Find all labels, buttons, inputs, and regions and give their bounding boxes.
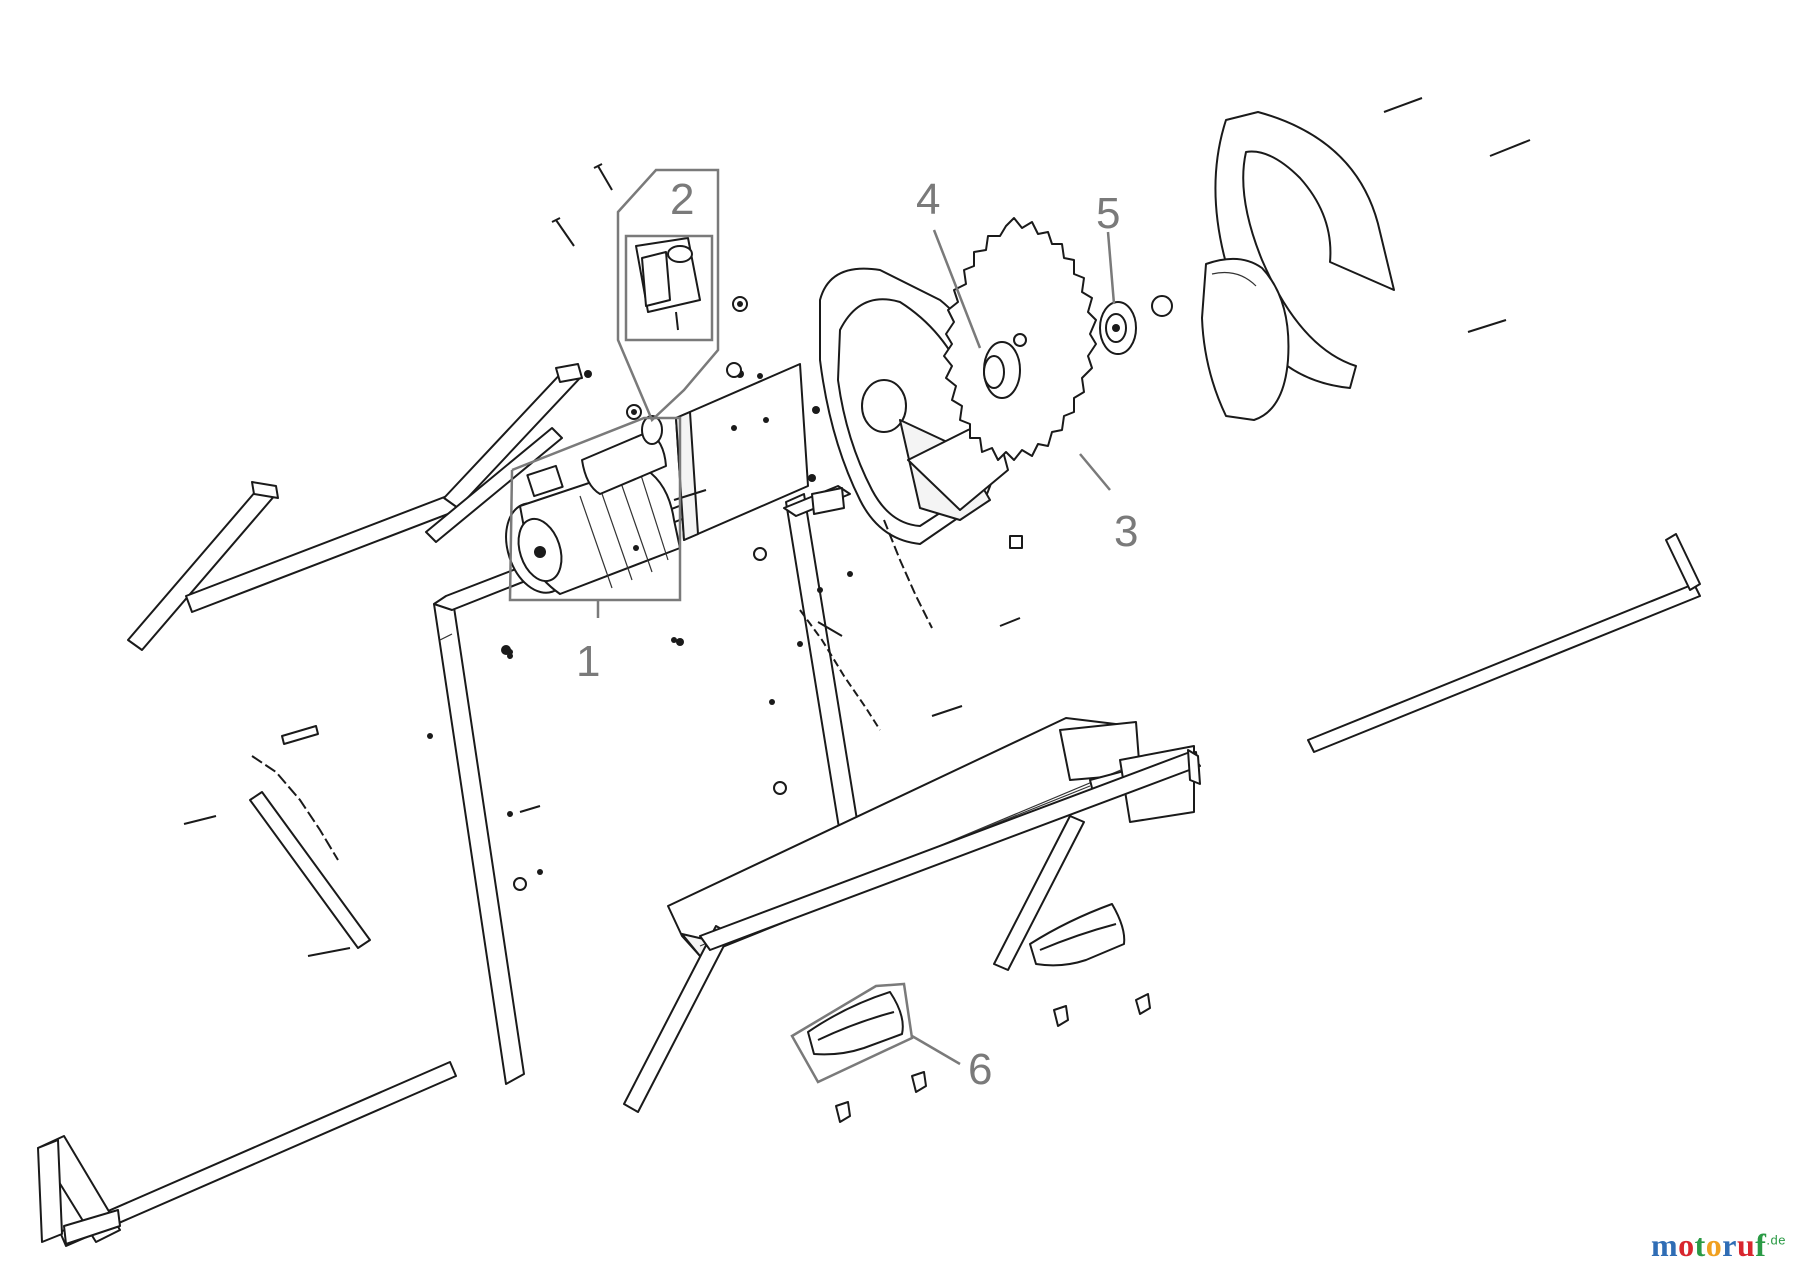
guard-insert xyxy=(1201,257,1290,421)
drive-chain xyxy=(799,519,933,731)
motor xyxy=(505,415,707,595)
mount-nuts xyxy=(626,296,748,420)
callout-2-label: 2 xyxy=(670,175,694,224)
guard-bolts xyxy=(931,535,1023,717)
callout-4: 4 xyxy=(916,175,982,349)
callout-3-label: 3 xyxy=(1114,507,1138,556)
brand-letter: m xyxy=(1650,1227,1679,1263)
brand-wordmark: motoruf xyxy=(1651,1227,1766,1263)
outer-flange xyxy=(1099,295,1173,355)
callout-4-label: 4 xyxy=(916,175,940,224)
guard-screws xyxy=(1383,97,1531,333)
side-braces xyxy=(183,725,371,957)
callout-3: 3 xyxy=(1079,453,1138,556)
saw-blade xyxy=(943,217,1097,461)
brand-tld: .de xyxy=(1766,1232,1786,1248)
callout-1-label: 1 xyxy=(576,637,600,686)
switch xyxy=(635,237,701,331)
callout-5: 5 xyxy=(1096,189,1120,305)
frame-fasteners xyxy=(507,545,853,891)
callout-6-label: 6 xyxy=(968,1045,992,1094)
handle xyxy=(807,991,904,1056)
callout-6: 6 xyxy=(790,982,992,1094)
right-leg-frame xyxy=(623,749,1201,1113)
foot-bar xyxy=(37,1061,457,1247)
brand-letter: u xyxy=(1736,1227,1756,1263)
left-leg-frame xyxy=(127,363,592,651)
top-bolts xyxy=(551,163,613,247)
handle-right xyxy=(1029,903,1126,967)
motoruf-logo: motoruf.de xyxy=(1651,1227,1786,1264)
handle-screws xyxy=(835,993,1151,1123)
brand-letter: f xyxy=(1755,1227,1767,1263)
brand-letter: o xyxy=(1678,1227,1695,1263)
callout-1: 1 xyxy=(508,416,682,686)
inner-flange xyxy=(983,341,1021,399)
callout-5-label: 5 xyxy=(1096,189,1120,238)
support-rod xyxy=(1307,533,1701,753)
brand-letter: t xyxy=(1694,1227,1706,1263)
main-frame-right-upright xyxy=(783,485,859,835)
brand-letter: r xyxy=(1722,1227,1737,1263)
callout-2: 2 xyxy=(616,168,720,423)
brand-letter: o xyxy=(1705,1227,1723,1263)
